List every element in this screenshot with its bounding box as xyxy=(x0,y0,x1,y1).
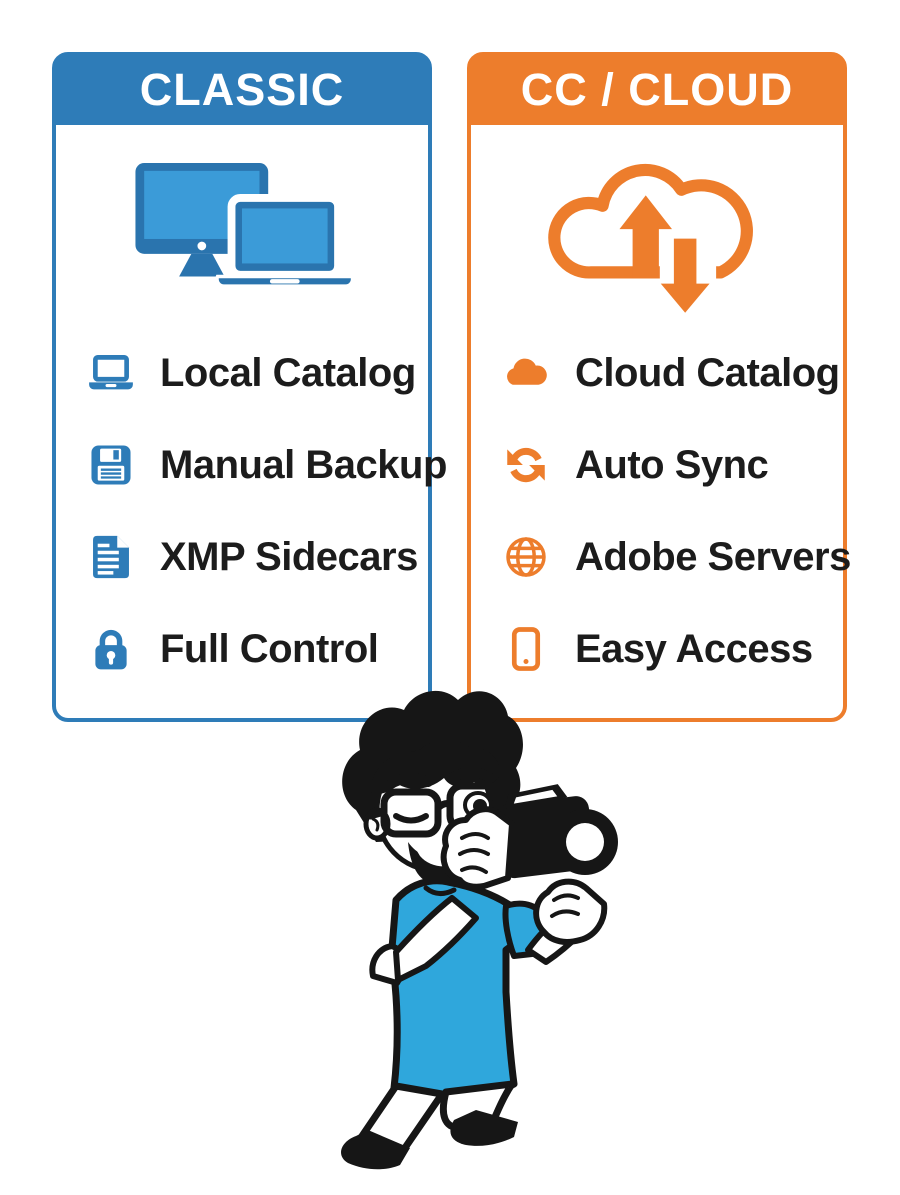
feature-label: Manual Backup xyxy=(160,442,447,487)
feature-label: XMP Sidecars xyxy=(160,534,418,579)
cloud-icon xyxy=(501,348,551,398)
feature-label: Easy Access xyxy=(575,626,813,671)
feature-row: Local Catalog xyxy=(86,327,428,419)
classic-feature-list: Local Catalog Manual Backup xyxy=(56,327,447,695)
feature-row: Adobe Servers xyxy=(501,511,851,603)
document-icon xyxy=(86,532,136,582)
classic-title: CLASSIC xyxy=(139,64,345,115)
cloud-up-down-sync-icon xyxy=(535,142,779,322)
laptop-icon xyxy=(86,348,136,398)
smartphone-icon xyxy=(501,624,551,674)
feature-row: Auto Sync xyxy=(501,419,843,511)
classic-hero xyxy=(56,137,428,327)
feature-label: Full Control xyxy=(160,626,379,671)
feature-row: Cloud Catalog xyxy=(501,327,843,419)
classic-card: CLASSIC Local xyxy=(52,52,447,722)
feature-row: Full Control xyxy=(86,603,428,695)
feature-label: Adobe Servers xyxy=(575,534,851,579)
cc-cloud-hero xyxy=(471,137,843,327)
cc-cloud-feature-list: Cloud Catalog Auto Sync Ado xyxy=(471,327,851,695)
feature-row: Easy Access xyxy=(501,603,843,695)
desktop-and-laptop-icon xyxy=(111,148,373,316)
photographer-cartoon xyxy=(334,690,624,1195)
cc-cloud-card: CC / CLOUD Cloud Catalog xyxy=(467,52,851,722)
cc-cloud-title: CC / CLOUD xyxy=(520,64,794,115)
feature-label: Auto Sync xyxy=(575,442,769,487)
floppy-disk-icon xyxy=(86,440,136,490)
padlock-icon xyxy=(86,624,136,674)
feature-row: XMP Sidecars xyxy=(86,511,428,603)
cc-cloud-card-header: CC / CLOUD xyxy=(470,55,844,125)
feature-row: Manual Backup xyxy=(86,419,447,511)
globe-icon xyxy=(501,532,551,582)
sync-arrows-icon xyxy=(501,440,551,490)
feature-label: Local Catalog xyxy=(160,350,416,395)
feature-label: Cloud Catalog xyxy=(575,350,840,395)
classic-card-header: CLASSIC xyxy=(55,55,429,125)
